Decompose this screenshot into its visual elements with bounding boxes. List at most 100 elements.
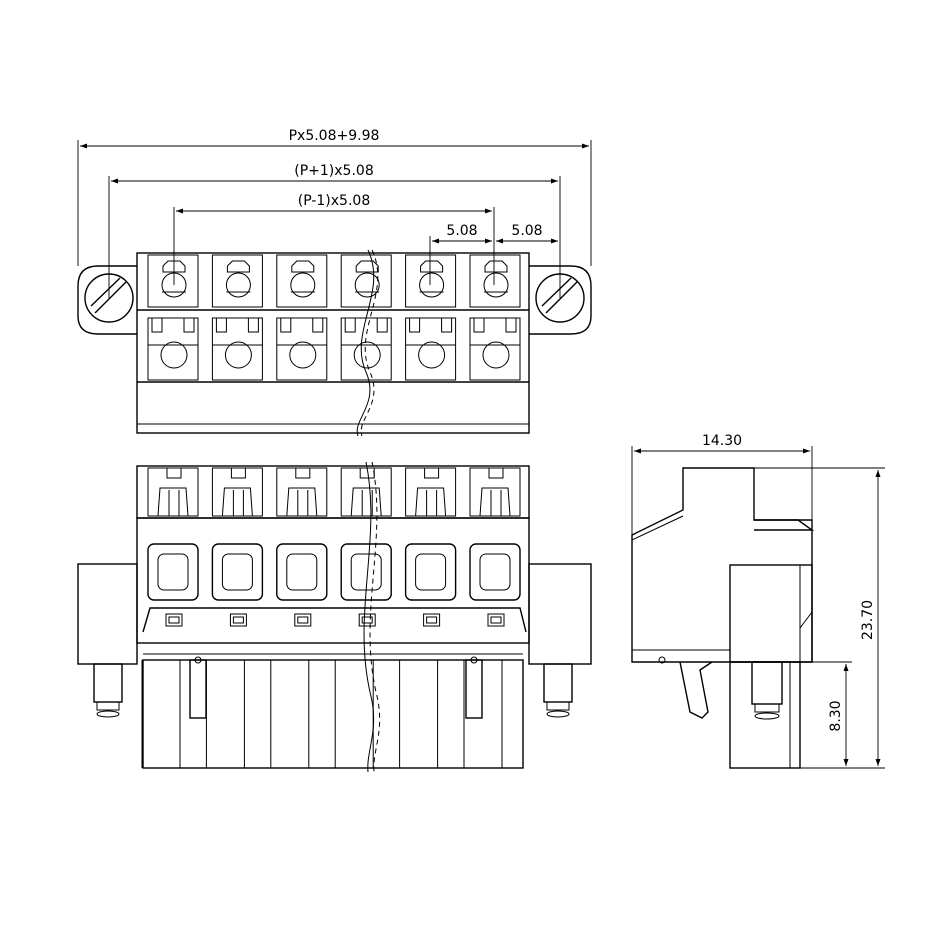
clamp-head [420, 260, 444, 273]
dim-pin-length: 8.30 [828, 700, 844, 731]
wire-entry-hole [482, 341, 510, 369]
wire-entry-hole [289, 341, 317, 369]
entry-tab-left [151, 317, 163, 333]
wire-entry-hole [353, 341, 381, 369]
screw-cell [469, 254, 521, 308]
front-slots [165, 613, 505, 627]
entry-tab-right [312, 317, 324, 333]
latch-body [221, 487, 253, 517]
test-slot-inner [361, 616, 373, 624]
wire-screw [483, 272, 509, 298]
top-view [77, 249, 592, 437]
test-slot [165, 613, 183, 627]
latch-body [350, 487, 382, 517]
latch-body [157, 487, 189, 517]
clamp-head [226, 260, 250, 273]
entry-tab-left [409, 317, 421, 333]
solder-pin [465, 659, 483, 719]
screw-cell [211, 254, 263, 308]
wire-entry-cell [405, 317, 457, 381]
latch-cell [469, 467, 521, 517]
test-slot [358, 613, 376, 627]
wire-window-inner [415, 553, 447, 591]
test-slot-inner [297, 616, 309, 624]
wire-screw [290, 272, 316, 298]
latch-cell [405, 467, 457, 517]
latch-cell [340, 467, 392, 517]
front-pins [141, 656, 503, 768]
front-windows [147, 543, 521, 601]
wire-entry-cell [340, 317, 392, 381]
solder-pin [189, 659, 207, 719]
latch-tab [488, 467, 504, 479]
test-slot [423, 613, 441, 627]
entry-tab-left [344, 317, 356, 333]
dim-p-plus-one: (P+1)x5.08 [294, 163, 373, 179]
pin-head [470, 656, 478, 664]
dim-pitch-left: 5.08 [446, 223, 477, 239]
entry-tab-right [441, 317, 453, 333]
screw-cell [405, 254, 457, 308]
wire-window-inner [479, 553, 511, 591]
wire-window-outer [211, 543, 264, 601]
wire-window-outer [469, 543, 521, 601]
pin-head [194, 656, 202, 664]
entry-tab-right [376, 317, 388, 333]
dim-p-minus-one: (P-1)x5.08 [298, 193, 370, 209]
side-view [631, 467, 815, 769]
clamp-head [162, 260, 186, 273]
wire-window-outer [276, 543, 328, 601]
wire-entry-hole [160, 341, 188, 369]
dim-overall-width: Px5.08+9.98 [289, 128, 380, 144]
entry-tab-right [183, 317, 195, 333]
test-slot-inner [232, 616, 244, 624]
entry-tab-right [505, 317, 517, 333]
wire-window-outer [147, 543, 199, 601]
wire-window-inner [157, 553, 189, 591]
wire-window-outer [340, 543, 392, 601]
mount-post-left [93, 663, 123, 718]
dim-side-height: 23.70 [860, 600, 876, 640]
break-line-front [363, 461, 375, 773]
wire-screw [354, 272, 380, 298]
latch-tab [230, 467, 246, 479]
wire-entry-hole [418, 341, 446, 369]
wire-window-outer [404, 543, 457, 601]
test-slot-inner [168, 616, 180, 624]
break-line-top [356, 249, 375, 437]
latch-tab [295, 467, 311, 479]
latch-cell [211, 467, 263, 517]
latch-cell [276, 467, 328, 517]
entry-tab-left [280, 317, 292, 333]
wire-entry-cell [147, 317, 199, 381]
test-slot-inner [426, 616, 438, 624]
latch-tab [166, 467, 182, 479]
wire-window-inner [221, 553, 253, 591]
dim-side-depth: 14.30 [702, 433, 742, 449]
entry-tab-left [215, 317, 227, 333]
wire-entry-cell [276, 317, 328, 381]
latch-cell [147, 467, 199, 517]
screw-cell [276, 254, 328, 308]
dim-pitch-right: 5.08 [511, 223, 542, 239]
wire-entry-cell [469, 317, 521, 381]
screw-cell [340, 254, 392, 308]
front-view [77, 461, 592, 773]
test-slot-inner [490, 616, 502, 624]
entry-tab-right [247, 317, 259, 333]
top-pole-cells [147, 254, 521, 381]
latch-body [479, 487, 511, 517]
latch-body [415, 487, 447, 517]
wire-screw [419, 272, 445, 298]
entry-tab-left [473, 317, 485, 333]
test-slot [229, 613, 247, 627]
test-slot [487, 613, 505, 627]
test-slot [294, 613, 312, 627]
dimensions: Px5.08+9.98 (P+1)x5.08 (P-1)x5.08 5.08 5… [77, 128, 885, 769]
latch-tab [424, 467, 440, 479]
wire-entry-hole [224, 341, 252, 369]
clamp-head [355, 260, 379, 273]
wire-window-inner [286, 553, 318, 591]
